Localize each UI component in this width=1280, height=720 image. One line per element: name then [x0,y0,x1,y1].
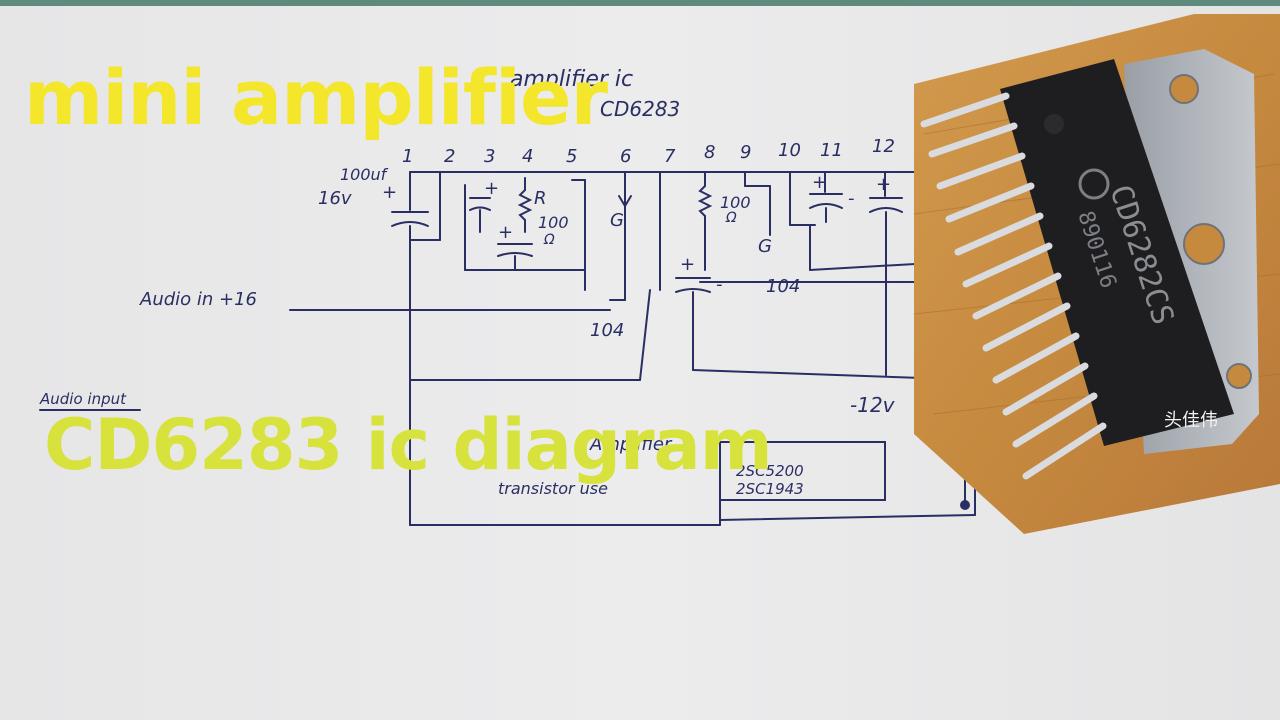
pin-numbers: 1 2 3 4 5 6 7 8 9 10 11 12 [402,136,895,167]
ohm-symbol: Ω [543,232,555,248]
cap-value-label: 100uf [340,165,389,184]
ic-name-label: CD6283 [600,97,680,121]
minus-sign: - [716,274,723,295]
pin-number: 5 [566,146,577,167]
chip-body [1000,59,1234,446]
plus-sign: + [876,174,891,195]
plus-sign: + [812,172,827,193]
pin-number: 1 [402,146,413,167]
pin-number: 6 [620,146,631,167]
negative-voltage-label: -12v [850,393,896,417]
pin-number: 10 [778,140,801,161]
pin-number: 12 [872,136,895,157]
pin-number: 3 [484,146,495,167]
top-edge [0,0,1280,6]
cap-104-label: 104 [590,320,624,341]
transistor-2-label: 2SC1943 [736,480,804,498]
cap-104-label: 104 [766,276,800,297]
amplifier-label: Amplifier [589,434,673,455]
pin-number: 9 [740,142,751,163]
plus-sign: + [382,182,397,203]
pin-number: 8 [704,142,715,163]
audio-input-label: Audio input [39,390,127,408]
pin1-dot [1044,114,1064,134]
audio-in-label: Audio in +16 [139,289,257,310]
pin-number: 4 [522,146,533,167]
plus-sign: + [484,178,499,199]
mount-hole [1226,363,1252,389]
mount-hole [1183,223,1225,265]
g-label: G [758,236,772,257]
g-label: G [610,210,624,231]
mount-hole [1169,74,1199,104]
transistor-label: transistor use [498,479,608,498]
pin-number: 11 [820,140,843,161]
watermark: 头佳伟 [1164,410,1218,431]
resistor-value-label: 100 [720,193,751,212]
resistor-label: R [534,188,547,209]
chip-photo: CD6282CS 890116 头佳伟 [914,14,1280,534]
pin-number: 2 [444,146,455,167]
plus-sign: + [498,222,513,243]
plus-sign: + [680,254,695,275]
chip-pins [920,92,1107,480]
main-title: mini amplifier [24,53,608,142]
resistor-value-label: 100 [538,213,569,232]
cap-voltage-label: 16v [318,188,352,209]
pin-number: 7 [664,146,676,167]
transistor-1-label: 2SC5200 [736,462,804,480]
header-text: amplifier ic [510,67,633,92]
subtitle: CD6283 ic diagram [44,404,773,486]
chip-logo [1078,168,1110,200]
minus-sign: - [848,188,855,209]
ohm-symbol: Ω [725,210,737,226]
